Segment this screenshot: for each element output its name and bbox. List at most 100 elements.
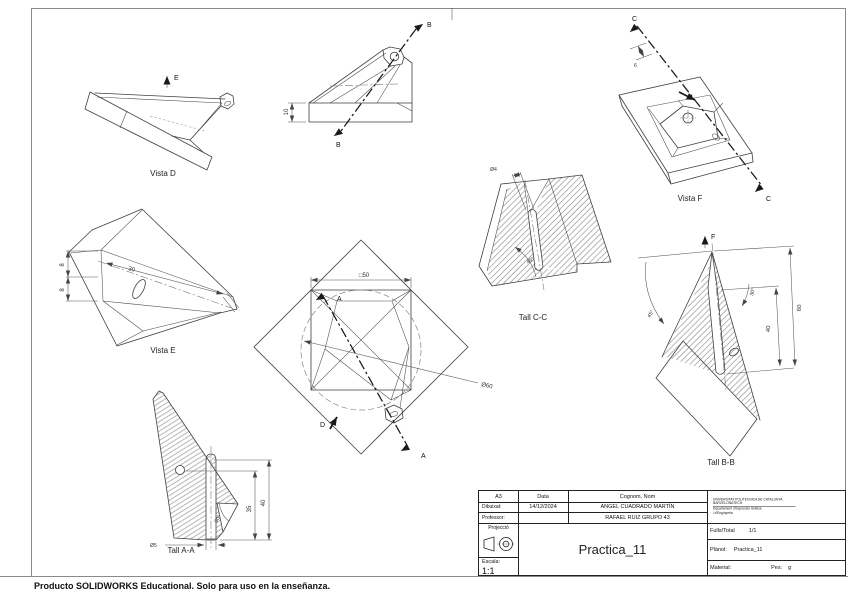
section-line-aa [322,295,409,448]
tb-grid-line [568,491,569,523]
plan-outline-diamond [253,239,469,455]
vista-d-outline [84,91,213,171]
department-line2: i d'Enginyeria [713,511,733,516]
weight-label: Pes: [771,564,783,571]
dim-35: 35 [247,505,253,512]
dim-dia-4: Ø4 [490,167,497,173]
section-label-b-bottom: B [336,142,341,149]
section-label-c-top: C [632,16,637,23]
sheets-cell: Fulls/Total 1/1 [707,523,845,539]
section-label-c-bottom: C [766,196,771,203]
vista-d-view: E Vista D [84,75,235,178]
tall-aa-view: 35 40 Ø5 60° Tall A-A [150,390,272,555]
dim-40: 40 [261,499,267,506]
material-label: Material: [710,564,732,571]
vista-b-hole [389,51,400,62]
tb-grid-line [479,523,845,524]
projection-symbol-cell [479,532,518,556]
tall-cc-hatch-left [487,182,577,286]
dim-dia-5: Ø5 [150,543,157,549]
dim-circle-60: Ø60 [481,382,494,391]
drawn-label: Dibuixat: [482,504,502,510]
vista-f-slot [712,133,720,141]
drawn-date: 14/12/2024 [529,504,557,510]
vista-b-base [308,102,413,123]
tb-grid-line [707,491,708,575]
scale-value: 1:1 [482,565,495,576]
scale-label: Escala: [482,558,501,565]
tb-grid-line [479,557,518,558]
material-cell: Material: Pes: g [707,560,845,575]
university-line2: BARCELONATECH [713,502,743,506]
drawn-name: ANGEL CUADRADO MARTÍN [600,504,675,510]
vista-b-boss [382,46,405,67]
vista-f-view: C C 6 Vista F [618,16,771,203]
drawing-title: Practica_11 [578,541,647,557]
tall-bb-base [655,340,758,457]
logo-cell: UPC UNIVERSITAT POLITÈCNICA DE CATALUNYA… [707,491,845,523]
tall-bb-hole [729,347,739,357]
dim-angle-60: 60° [214,514,223,524]
vista-f-pocket [659,105,719,149]
sheets-label: Fulls/Total [710,528,735,534]
direction-label-f: F [711,234,715,241]
plan-label: Plànol: [710,546,727,553]
vista-e-outline [68,208,238,347]
plan-bolt-circle [300,289,422,411]
dim-8-bottom: 8 [60,288,66,292]
tall-cc-view: Ø4 45° Tall C-C [478,167,612,322]
weight-value: g [788,564,792,571]
tall-bb-view: 40 60 30° 45° F Tall B-B [637,234,803,467]
tall-cc-hatch-right [536,175,611,271]
tb-grid-line [518,491,519,575]
title-block: A3 Data Cognom, Nom Dibuixat: 14/12/2024… [478,490,846,576]
vista-b-view: B B 10 [284,22,432,149]
tall-bb-fin [661,251,761,421]
name-header: Cognom, Nom [619,493,656,500]
dim-6: 6 [634,63,637,69]
dim-square-50: □50 [359,273,370,279]
tb-grid-line [707,539,845,540]
dim-inner-bb: 40 [766,325,772,333]
vista-d-caption: Vista D [150,169,176,178]
direction-label-d: D [320,422,325,429]
view-direction-arrow-d [329,416,338,430]
professor-label: Professor: [482,514,505,521]
tall-cc-caption: Tall C-C [519,313,548,322]
dim-30: 30 [127,266,136,274]
tall-aa-caption: Tall A-A [167,546,195,555]
vista-e-caption: Vista E [150,346,175,355]
projection-label: Projecció [488,525,509,531]
logo-divider [713,506,796,508]
tb-grid-line [479,512,707,513]
dim-angle-30: 30° [749,287,757,296]
section-label-a-top: A [337,296,342,303]
section-label-b-top: B [427,22,432,29]
dim-8-top: 8 [60,263,66,267]
format-cell: A3 [495,493,502,500]
section-line-cc [636,25,763,187]
dim-angle-cc: 45° [526,256,536,265]
tall-bb-hatch-left [663,265,716,373]
sheets-value: 1/1 [748,528,757,534]
university-line1: UNIVERSITAT POLITÈCNICA DE CATALUNYA [713,498,783,502]
tb-grid-line [707,560,845,561]
plan-view: A A □50 Ø60 D [253,239,494,460]
section-label-a-bottom: A [421,453,426,460]
vista-f-caption: Vista F [678,194,703,203]
vista-d-hole [224,100,231,107]
professor-name: RAFAEL RUIZ GRUPO 43 [605,514,670,521]
solidworks-footer-note: Producto SOLIDWORKS Educational. Solo pa… [34,581,331,591]
department-line1: Departament d'Expressió Gràfica [713,507,762,512]
direction-label-e: E [174,75,179,82]
tall-cc-slot [527,208,544,271]
section-line-bb [340,28,417,132]
plan-boss [384,404,404,424]
direction-arrow [678,91,696,101]
tall-aa-outline-hatched [152,390,239,541]
plan-cell: Plànol: Practica_11 [707,539,845,560]
plan-value: Practica_11 [733,546,763,553]
vista-e-view: 30 8 8 Vista E [60,208,241,355]
